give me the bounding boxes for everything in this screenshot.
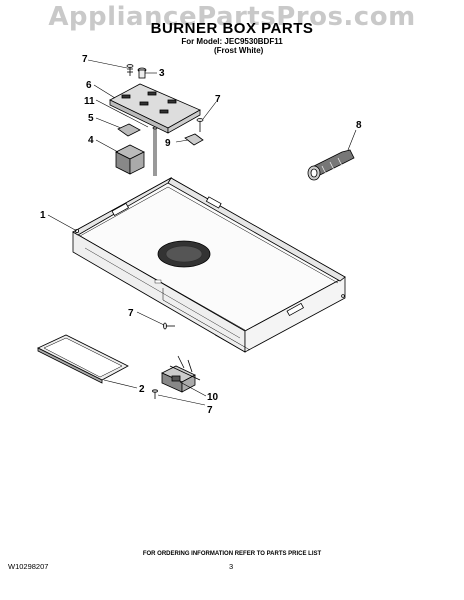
ordering-note: FOR ORDERING INFORMATION REFER TO PARTS … — [142, 551, 322, 557]
callout-7-top: 7 — [82, 54, 88, 65]
bracket-9 — [184, 118, 204, 146]
screw-7-middle — [163, 322, 175, 330]
callout-8: 8 — [356, 120, 362, 131]
page-number: 3 — [229, 562, 234, 571]
callout-7-bottom: 7 — [207, 405, 213, 416]
callout-4: 4 — [88, 135, 94, 146]
callout-11: 11 — [84, 96, 95, 107]
callout-5: 5 — [88, 113, 94, 124]
callout-3: 3 — [159, 68, 165, 79]
burner-box-tray — [72, 176, 346, 353]
valve-assembly — [161, 355, 201, 393]
document-number: W10298207 — [8, 562, 49, 571]
callout-10: 10 — [207, 392, 219, 403]
callout-6: 6 — [86, 80, 92, 91]
callout-2: 2 — [139, 384, 145, 395]
cover-plate — [37, 334, 129, 384]
callout-7-right: 7 — [215, 94, 221, 105]
gas-inlet-fitting — [307, 149, 355, 181]
long-pin — [152, 126, 158, 176]
page-title: BURNER BOX PARTS — [150, 20, 314, 37]
model-line: For Model: JEC9530BDF11 — [181, 37, 283, 46]
watermark: AppliancePartsPros.com — [48, 2, 416, 32]
mounting-bracket — [109, 83, 201, 134]
callout-7-middle: 7 — [128, 308, 134, 319]
screw-3 — [137, 67, 147, 79]
callout-1: 1 — [40, 210, 46, 221]
callout-9: 9 — [165, 138, 171, 149]
color-line: (Frost White) — [214, 46, 264, 55]
screw-7-bottom — [152, 389, 158, 399]
igniter-block — [115, 144, 145, 175]
screw-7-top — [126, 64, 134, 76]
leader-lines — [47, 59, 357, 406]
insulator-pad — [117, 123, 141, 137]
